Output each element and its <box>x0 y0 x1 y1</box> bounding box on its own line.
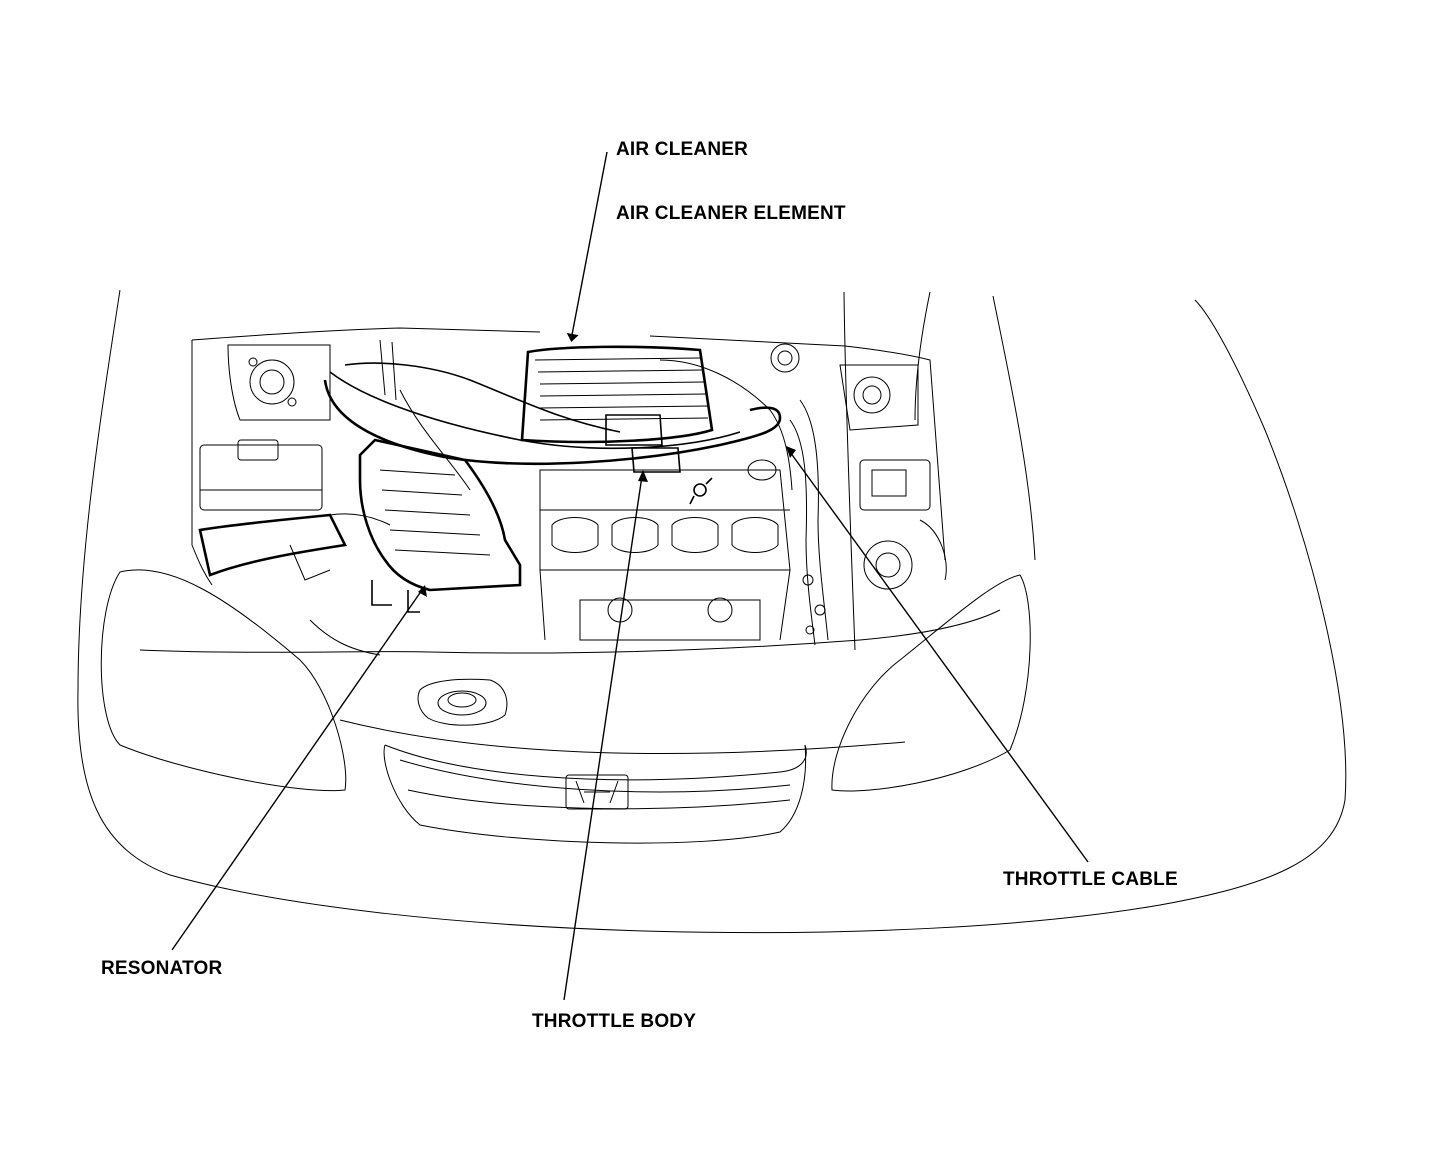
front-grille <box>383 744 807 844</box>
radiator-cap <box>417 678 508 726</box>
headlight-right <box>831 574 1031 792</box>
intake-resonator <box>198 438 522 656</box>
resonator-label: RESONATOR <box>101 958 223 979</box>
throttle-cable-label: THROTTLE CABLE <box>1003 869 1178 890</box>
air-cleaner-housing <box>520 345 714 473</box>
engine-block <box>539 459 791 641</box>
leader-lines <box>171 151 1089 1001</box>
car-body-outline <box>77 289 1347 934</box>
air-cleaner-element-label: AIR CLEANER ELEMENT <box>616 203 846 224</box>
air-cleaner-label: AIR CLEANER <box>616 139 749 160</box>
left-strut-tower <box>227 344 331 421</box>
headlight-left <box>100 569 347 792</box>
battery <box>199 439 323 511</box>
hoses-and-cables <box>323 339 793 491</box>
right-strut-tower <box>770 343 919 431</box>
throttle-body-label: THROTTLE BODY <box>532 1011 697 1032</box>
right-side-components <box>789 399 947 646</box>
